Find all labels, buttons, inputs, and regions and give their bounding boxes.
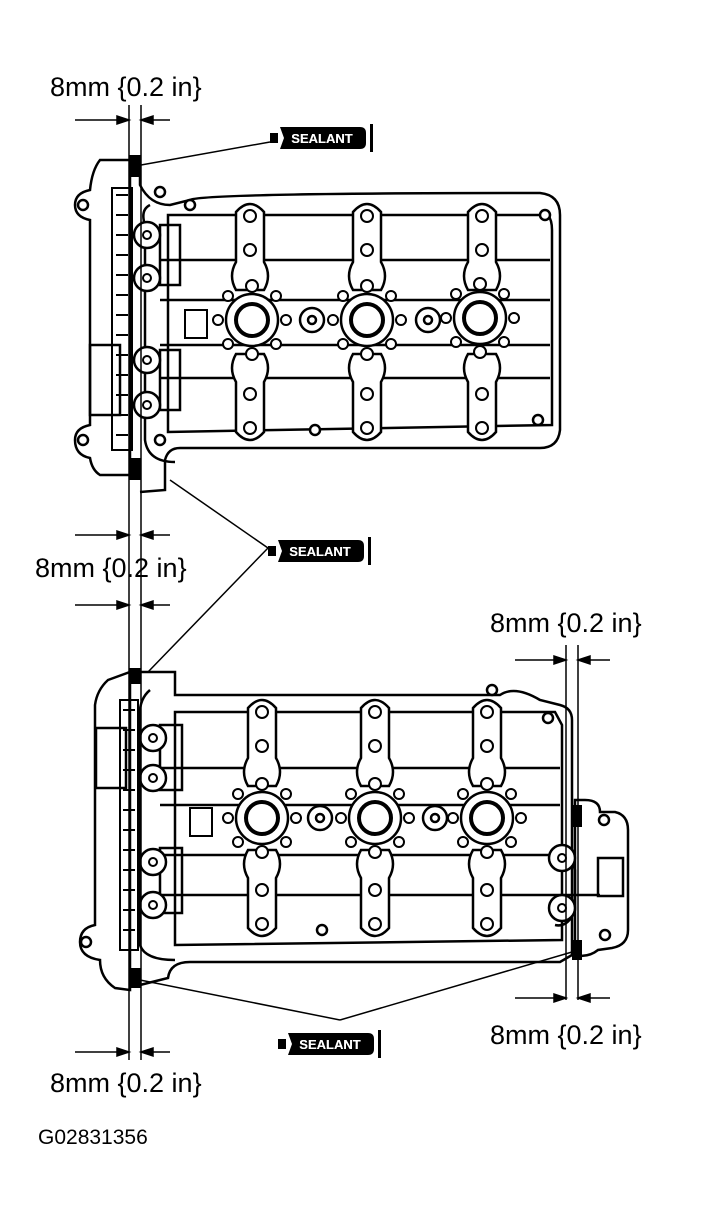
dimension-label-bottom: 8mm {0.2 in} bbox=[50, 1068, 202, 1098]
leader-lines bbox=[139, 141, 573, 1021]
dimension-label-top: 8mm {0.2 in} bbox=[50, 72, 202, 102]
sealant-label-top: SEALANT bbox=[291, 131, 352, 146]
figure-code: G02831356 bbox=[38, 1126, 148, 1149]
dimension-label-middle: 8mm {0.2 in} bbox=[35, 553, 187, 583]
sealant-label-bottom: SEALANT bbox=[299, 1037, 360, 1052]
dimension-label-right-bottom: 8mm {0.2 in} bbox=[490, 1020, 642, 1050]
dimension-lines bbox=[75, 105, 610, 1060]
sealant-label-middle: SEALANT bbox=[289, 544, 350, 559]
dimension-label-right-top: 8mm {0.2 in} bbox=[490, 608, 642, 638]
